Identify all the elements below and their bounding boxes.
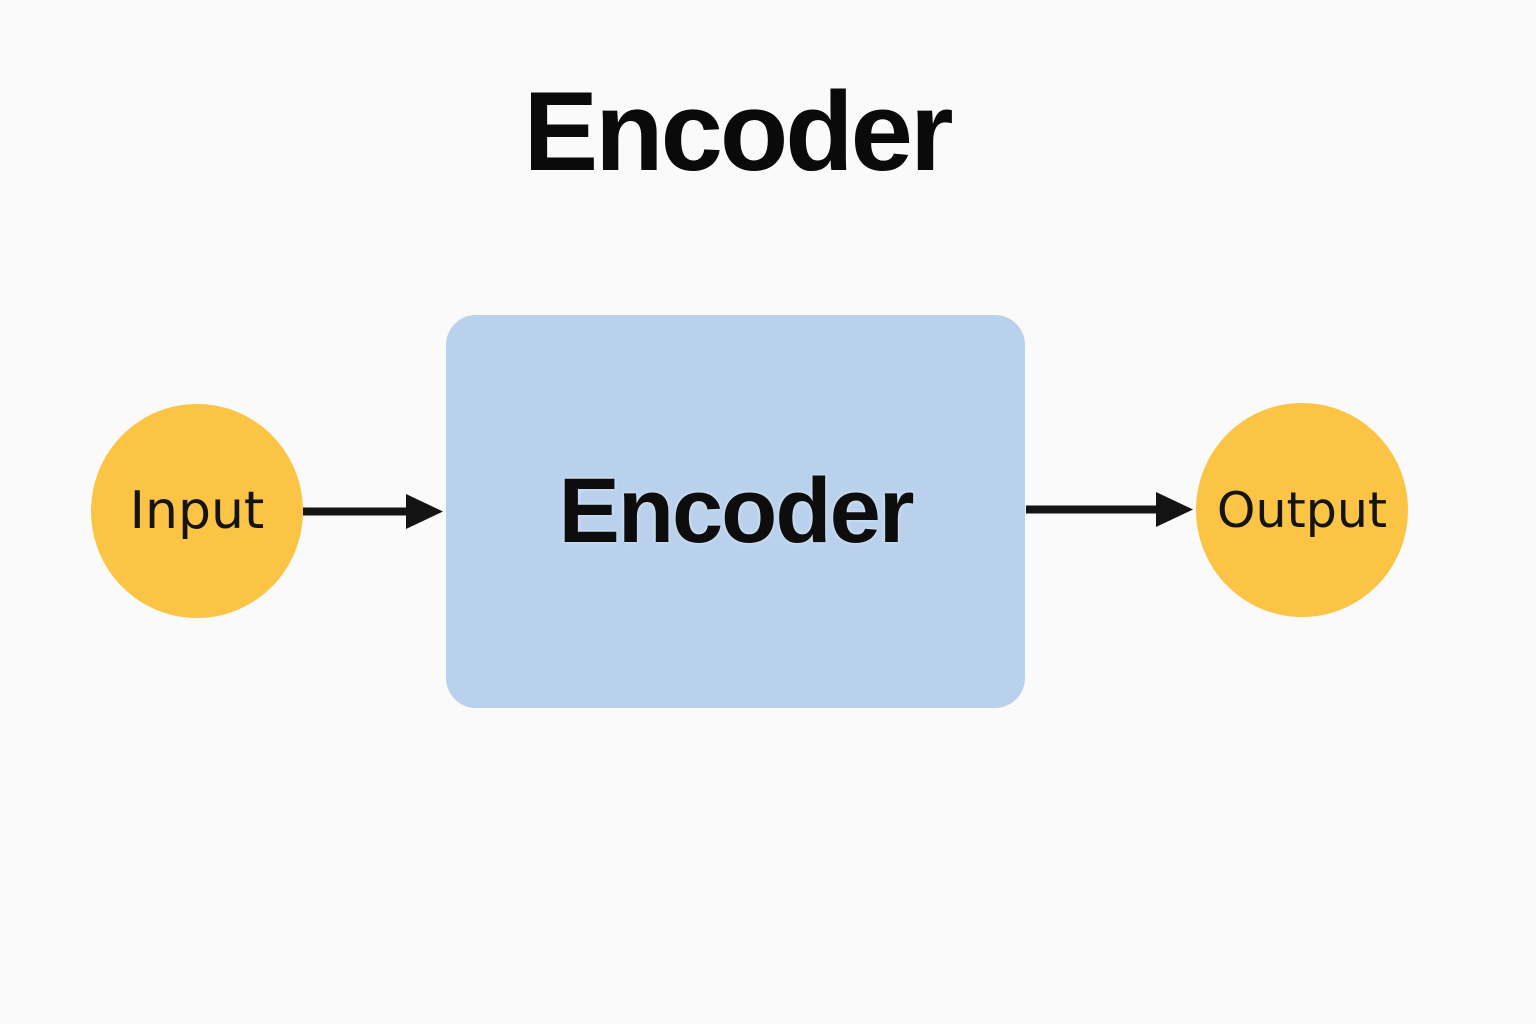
page-title: Encoder bbox=[523, 69, 953, 194]
encoder-block: Encoder bbox=[446, 315, 1025, 708]
input-node-label: Input bbox=[129, 481, 265, 541]
arrow-encoder-to-output-icon bbox=[1026, 492, 1193, 527]
encoder-block-label: Encoder bbox=[558, 460, 914, 562]
output-node: Output bbox=[1196, 403, 1408, 617]
output-node-label: Output bbox=[1216, 481, 1388, 539]
input-node: Input bbox=[91, 404, 303, 618]
arrow-input-to-encoder-icon bbox=[303, 494, 443, 529]
